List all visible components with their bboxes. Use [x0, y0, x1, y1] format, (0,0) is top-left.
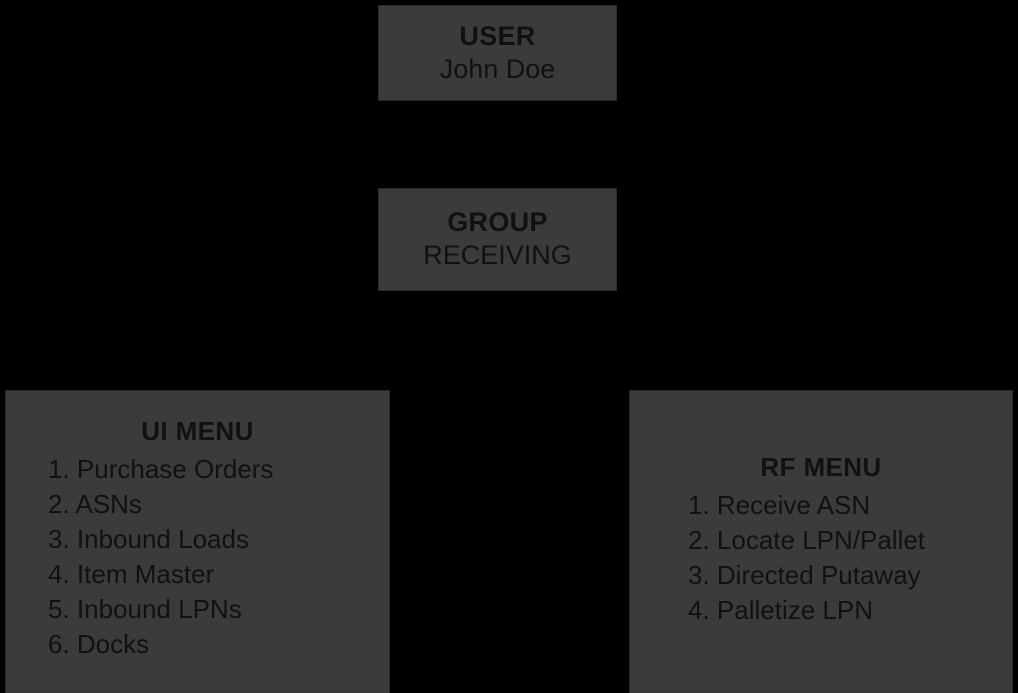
ui-menu-title: UI MENU: [141, 416, 254, 446]
ui-menu-item[interactable]: 2. ASNs: [48, 488, 142, 519]
connector-group-down: [496, 291, 498, 341]
ui-menu-list: 1. Purchase Orders 2. ASNs 3. Inbound Lo…: [48, 452, 273, 662]
ui-menu-item[interactable]: 5. Inbound LPNs: [48, 593, 242, 624]
rf-menu-item[interactable]: 4. Palletize LPN: [688, 594, 873, 625]
connector-user-to-group: [496, 101, 498, 188]
ui-menu-item[interactable]: 3. Inbound Loads: [48, 523, 249, 554]
rf-menu-item[interactable]: 1. Receive ASN: [688, 490, 871, 520]
group-node-value: RECEIVING: [423, 240, 572, 271]
rf-menu-item[interactable]: 3. Directed Putaway: [688, 559, 921, 590]
connector-to-rf-menu: [819, 341, 821, 390]
ui-menu-item[interactable]: 1. Purchase Orders: [48, 454, 274, 484]
rf-menu-item[interactable]: 2. Locate LPN/Pallet: [688, 524, 926, 555]
group-node: GROUP RECEIVING: [378, 188, 617, 291]
rf-menu-list: 1. Receive ASN 2. Locate LPN/Pallet 3. D…: [688, 488, 925, 628]
user-node-title: USER: [459, 20, 536, 51]
ui-menu-item[interactable]: 6. Docks: [48, 628, 150, 659]
group-node-title: GROUP: [447, 207, 548, 238]
rf-menu-title: RF MENU: [760, 452, 882, 482]
connector-to-ui-menu: [196, 341, 198, 390]
user-node: USER John Doe: [378, 5, 617, 101]
connector-horizontal-split: [196, 341, 821, 343]
ui-menu-node: UI MENU 1. Purchase Orders 2. ASNs 3. In…: [5, 390, 390, 693]
ui-menu-item[interactable]: 4. Item Master: [48, 558, 215, 589]
user-node-value: John Doe: [439, 53, 556, 84]
rf-menu-node: RF MENU 1. Receive ASN 2. Locate LPN/Pal…: [629, 390, 1013, 693]
